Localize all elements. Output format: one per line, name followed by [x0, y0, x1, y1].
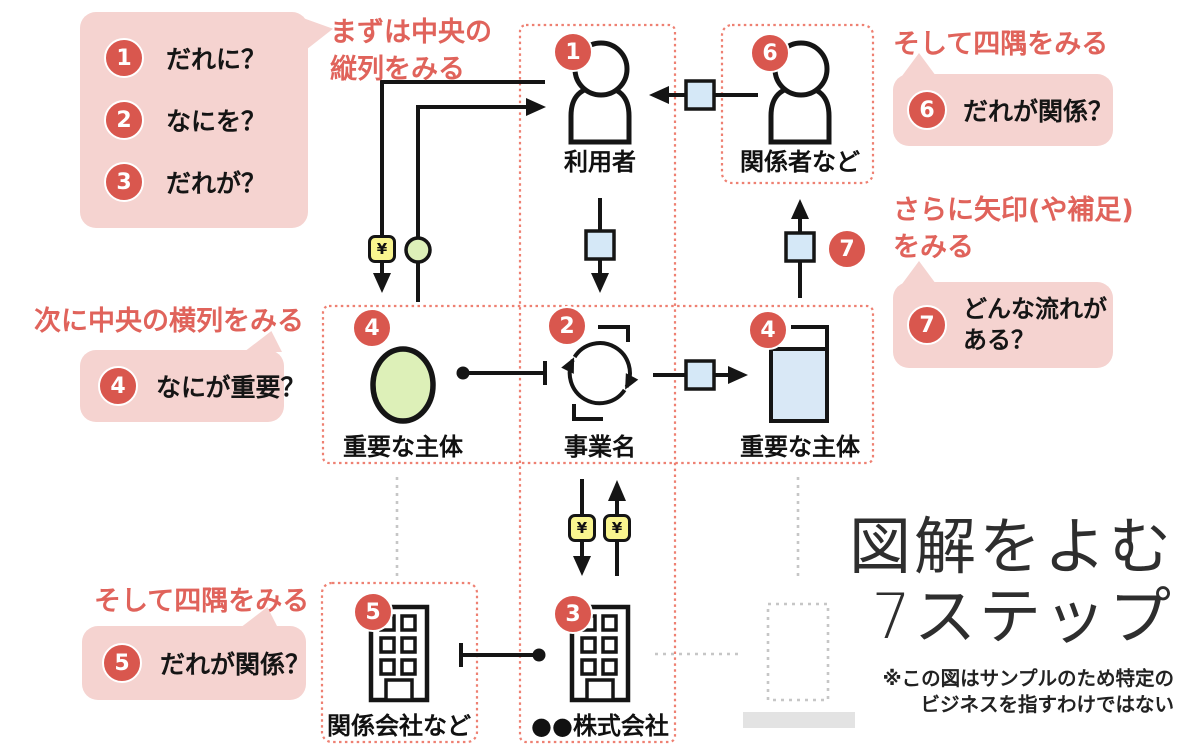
- instruction-corners-top-right: そして四隅をみる: [893, 29, 1109, 60]
- step-badge-company: 3: [553, 594, 593, 634]
- yen-marker-left: ¥: [368, 235, 396, 263]
- importance-callout: 4 なにが重要？: [80, 350, 306, 422]
- instruction-corners-bottom-left: そして四隅をみる: [94, 586, 310, 617]
- company-label: ●●株式会社: [531, 712, 669, 740]
- step-badge-user: 1: [553, 32, 593, 72]
- title-note-line2: ビジネスを指すわけではない: [920, 693, 1174, 716]
- corner-bl-badge: 5: [102, 643, 142, 683]
- title-block: 図解をよむ 7ステップ ※この図はサンプルのため特定の ビジネスを指すわけではな…: [849, 512, 1174, 718]
- questions-callout: 1 だれに？ 2 なにを？ 3 だれが？: [80, 12, 308, 228]
- question-text-1: だれに？: [166, 45, 267, 74]
- step-badge-stakeholders: 6: [750, 33, 790, 73]
- step-badge-subject-left: 4: [352, 308, 392, 348]
- flow-square-mid: [684, 359, 716, 391]
- flow-square-stakeholder: [784, 231, 816, 263]
- related-company-label: 関係会社など: [327, 712, 471, 740]
- corner-bl-text: だれが関係？: [160, 650, 311, 679]
- flow-badge: 7: [907, 305, 947, 345]
- question-text-2: なにを？: [166, 107, 267, 136]
- corner-tr-badge: 6: [907, 90, 947, 130]
- ghost-building-outline: [766, 602, 830, 702]
- corner-tr-callout: 6 だれが関係？: [893, 74, 1113, 146]
- question-badge-1: 1: [104, 38, 144, 78]
- ghost-pedestal: [743, 712, 855, 728]
- yen-marker-down: ¥: [568, 514, 596, 542]
- step-badge-flow: 7: [827, 229, 867, 269]
- flow-text-line2: ある？: [963, 326, 1035, 354]
- key-subject-right-label: 重要な主体: [740, 433, 860, 461]
- user-label: 利用者: [564, 148, 636, 176]
- flow-callout: 7 どんな流れが ある？: [893, 282, 1113, 368]
- subject-to-user-line: [416, 105, 526, 302]
- step-badge-subject-right: 4: [748, 310, 788, 350]
- yen-marker-up: ¥: [603, 514, 631, 542]
- instruction-arrows: さらに矢印(や補足) をみる: [893, 192, 1134, 266]
- question-text-3: だれが？: [166, 169, 267, 198]
- user-to-subject-line: [380, 80, 545, 274]
- arrowhead-up-business: [608, 480, 626, 501]
- business-label: 事業名: [564, 433, 636, 461]
- ghost-hints: [395, 477, 855, 728]
- question-item-2: 2 なにを？: [104, 100, 290, 140]
- flow-square-top: [684, 79, 716, 111]
- flow-text: どんな流れが ある？: [963, 294, 1107, 356]
- title-line1: 図解をよむ: [848, 510, 1174, 583]
- stakeholder-zone: [720, 23, 875, 185]
- arrowhead-down-company: [573, 556, 591, 576]
- question-item-1: 1 だれに？: [104, 38, 290, 78]
- arrowhead-up-stakeholder: [791, 199, 809, 219]
- flow-text-line1: どんな流れが: [963, 295, 1107, 323]
- instruction-center-row: 次に中央の横列をみる: [34, 306, 304, 337]
- instruction-arrows-line2: をみる: [893, 232, 974, 263]
- arrowhead-right-subject: [728, 366, 748, 384]
- arrowhead-down-business: [591, 273, 609, 293]
- instruction-center-column-line1: まずは中央の: [330, 17, 492, 48]
- key-subject-left-label: 重要な主体: [343, 433, 463, 461]
- importance-badge: 4: [98, 366, 138, 406]
- center-column-zone: [518, 23, 677, 744]
- goods-dot-marker: [404, 236, 432, 264]
- instruction-center-column: まずは中央の 縦列をみる: [330, 14, 492, 88]
- instruction-center-column-line2: 縦列をみる: [330, 54, 465, 85]
- instruction-arrows-line1: さらに矢印(や補足): [893, 195, 1134, 226]
- title-note-line1: ※この図はサンプルのため特定の: [882, 667, 1174, 690]
- related-company-zone: [320, 581, 479, 744]
- key-subject-circle: [370, 346, 436, 424]
- bar-connectors: [456, 361, 547, 667]
- flow-square-user: [584, 229, 616, 261]
- question-item-3: 3 だれが？: [104, 162, 290, 202]
- title-line2: 7ステップ: [871, 580, 1174, 653]
- question-badge-2: 2: [104, 100, 144, 140]
- arrowhead-left-user: [649, 86, 669, 104]
- dotted-zones: [320, 23, 875, 744]
- stakeholder-person-icon: [768, 40, 832, 145]
- corner-bl-callout: 5 だれが関係？: [82, 626, 310, 700]
- corner-tr-text: だれが関係？: [963, 97, 1114, 126]
- arrowhead-right-user: [526, 98, 546, 116]
- step-badge-business: 2: [547, 306, 587, 346]
- flow-squares: [584, 79, 816, 391]
- tank-subject-icon: [769, 325, 829, 423]
- question-badge-3: 3: [104, 162, 144, 202]
- step-badge-related-company: 5: [353, 592, 393, 632]
- arrowhead-down-left: [373, 273, 391, 293]
- connector-dot-bottom: [532, 648, 546, 662]
- center-row-zone: [321, 304, 875, 465]
- importance-text: なにが重要？: [156, 373, 306, 402]
- stakeholders-label: 関係者など: [740, 148, 860, 176]
- business-cycle-icon: [561, 325, 639, 421]
